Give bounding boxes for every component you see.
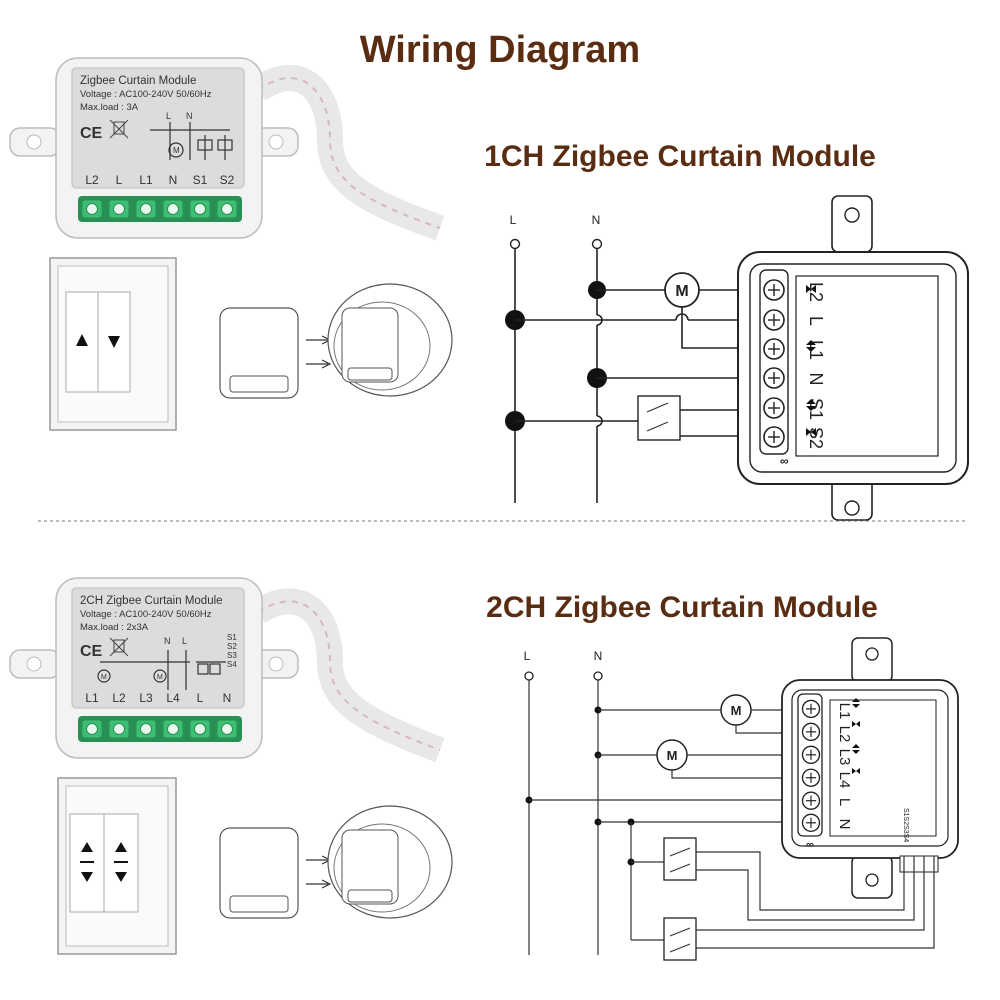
- arrow-down-icon: [81, 872, 93, 882]
- product2-terminal-label: L3: [139, 691, 153, 705]
- schematic-2ch: L N M M: [524, 637, 959, 961]
- wall-switch-1ch: [49, 257, 177, 431]
- section2-title: 2CH Zigbee Curtain Module: [486, 591, 878, 624]
- schematic1-terminal-label: L: [806, 316, 826, 326]
- product2-mini-schematic: [97, 650, 226, 690]
- product1-terminal-block: [78, 196, 242, 222]
- schematic1-motor-label: M: [675, 283, 688, 300]
- product1-terminal-label: L: [116, 173, 123, 187]
- product2-side-label: S4: [227, 660, 237, 669]
- product2-terminal-labels: L1 L2 L3 L4 L N: [85, 691, 231, 705]
- product2-terminal-block: [78, 716, 242, 742]
- product1-top-label-n: N: [186, 111, 193, 121]
- schematic1-terminal-label: N: [806, 373, 826, 386]
- product1-mini-schematic: [150, 122, 233, 160]
- product-1ch-module: Zigbee Curtain Module Voltage : AC100-24…: [9, 57, 445, 241]
- schematic1-direction-icons: [806, 285, 816, 436]
- arrow-down-icon: [108, 336, 120, 348]
- schematic2-terminal-labels: L1 L2 L3 L4 L N: [836, 703, 853, 830]
- arrow-down-icon: [115, 872, 127, 882]
- arrow-up-icon: [115, 842, 127, 852]
- product1-terminal-label: L2: [85, 173, 99, 187]
- schematic2-bus-label-l: L: [524, 649, 531, 663]
- wall-switch-2ch: [57, 777, 177, 955]
- schematic2-terminal-label: L: [836, 798, 853, 806]
- product2-top-label-l: L: [182, 636, 187, 646]
- product1-name: Zigbee Curtain Module: [80, 75, 196, 87]
- product2-terminal-label: L1: [85, 691, 99, 705]
- product1-voltage: Voltage : AC100-240V 50/60Hz: [80, 89, 212, 100]
- product1-motor-icon: M: [173, 146, 180, 155]
- product2-motor-icon: M: [101, 674, 107, 681]
- installation-illustration-2: [219, 805, 453, 919]
- product2-voltage: Voltage : AC100-240V 50/60Hz: [80, 609, 212, 620]
- product2-side-label: S1: [227, 633, 237, 642]
- schematic1-bus-label-l: L: [510, 213, 517, 227]
- product1-maxload: Max.load : 3A: [80, 102, 139, 113]
- product-2ch-module: 2CH Zigbee Curtain Module Voltage : AC10…: [9, 577, 445, 763]
- schematic2-direction-icons: [852, 698, 860, 774]
- schematic2-terminal-label: N: [836, 819, 853, 830]
- product1-terminal-label: S1: [193, 173, 208, 187]
- schematic2-terminal-label: L1: [836, 703, 853, 720]
- product2-terminal-label: N: [223, 691, 232, 705]
- arrow-up-icon: [81, 842, 93, 852]
- schematic2-terminal-label: L2: [836, 726, 853, 743]
- section1-title: 1CH Zigbee Curtain Module: [484, 140, 876, 173]
- ce-mark-icon: CE: [80, 643, 103, 660]
- schematic1-bus-label-n: N: [592, 213, 601, 227]
- product1-terminal-label: S2: [220, 173, 235, 187]
- page-title: Wiring Diagram: [360, 29, 640, 71]
- product2-motor-icon: M: [157, 674, 163, 681]
- product2-terminal-label: L: [197, 691, 204, 705]
- installation-illustration-1: [219, 283, 453, 399]
- schematic2-terminal-label: L4: [836, 772, 853, 789]
- product2-side-label: S2: [227, 642, 237, 651]
- product1-top-label-l: L: [166, 111, 171, 121]
- arrow-up-icon: [76, 334, 88, 346]
- schematic1-terminal-label: S2: [806, 427, 826, 449]
- ce-mark-icon: CE: [80, 125, 103, 142]
- module2-switch-leads: [899, 855, 939, 873]
- product2-maxload: Max.load : 2x3A: [80, 622, 149, 633]
- product2-top-label-n: N: [164, 636, 171, 646]
- product2-name: 2CH Zigbee Curtain Module: [80, 595, 223, 607]
- product2-side-label: S3: [227, 651, 237, 660]
- weee-bin-icon: [109, 119, 129, 139]
- product1-terminal-label: N: [169, 173, 178, 187]
- schematic2-bus-label-n: N: [594, 649, 603, 663]
- schematic-1ch: L N M ∞ L2: [505, 195, 969, 521]
- schematic2-motor-label: M: [667, 748, 678, 763]
- product2-terminal-label: L2: [112, 691, 126, 705]
- module2-infinity-mark: ∞: [806, 839, 814, 851]
- product2-terminal-label: L4: [166, 691, 180, 705]
- module1-infinity-mark: ∞: [780, 454, 789, 468]
- product1-terminal-label: L1: [139, 173, 153, 187]
- schematic2-motor-label: M: [731, 703, 742, 718]
- weee-bin-icon: [109, 637, 129, 657]
- product1-terminal-labels: L2 L L1 N S1 S2: [85, 173, 234, 187]
- schematic2-terminal-label: L3: [836, 749, 853, 766]
- module2-side-text: S1S2S3S4: [902, 808, 909, 842]
